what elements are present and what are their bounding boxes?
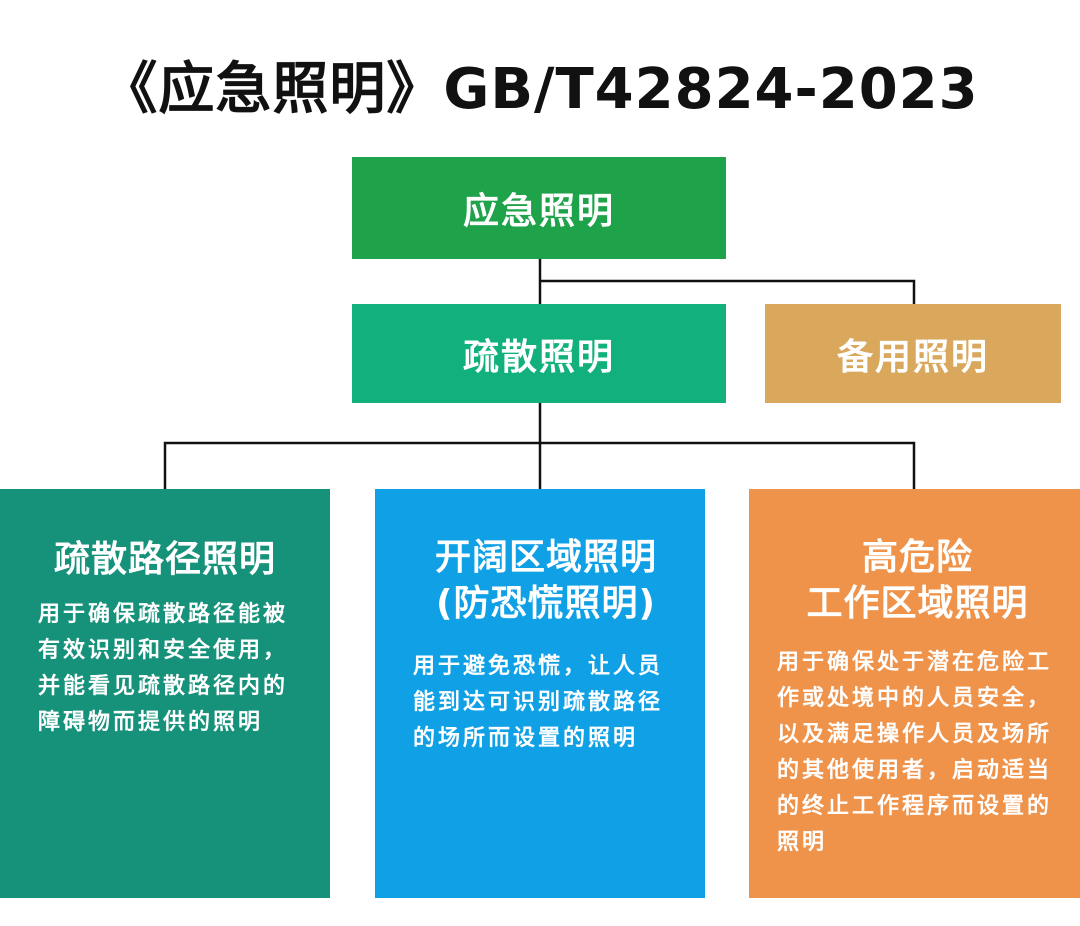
card-description: 用于确保疏散路径能被有效识别和安全使用，并能看见疏散路径内的障碍物而提供的照明	[38, 602, 289, 735]
node-emergency-lighting: 应急照明	[352, 157, 726, 259]
card-title-line: 工作区域照明	[806, 583, 1029, 624]
page-title: 《应急照明》GB/T42824-2023	[101, 57, 979, 122]
card-title-line: 高危险	[861, 537, 973, 578]
connector-evac-branches	[163, 441, 916, 489]
card-title: 开阔区域照明 (防恐慌照明)	[413, 535, 679, 627]
card-title-line: 开阔区域照明	[434, 537, 657, 578]
card-description: 用于避免恐慌，让人员能到达可识别疏散路径的场所而设置的照明	[413, 654, 664, 751]
node-evacuation-lighting: 疏散照明	[352, 304, 726, 403]
card-description: 用于确保处于潜在危险工作或处境中的人员安全，以及满足操作人员及场所的其他使用者，…	[777, 650, 1053, 855]
card-open-area-lighting: 开阔区域照明 (防恐慌照明) 用于避免恐慌，让人员能到达可识别疏散路径的场所而设…	[375, 489, 705, 898]
card-title: 疏散路径照明	[26, 537, 304, 583]
card-high-risk-area-lighting: 高危险 工作区域照明 用于确保处于潜在危险工作或处境中的人员安全，以及满足操作人…	[749, 489, 1080, 898]
card-title: 高危险 工作区域照明	[777, 535, 1058, 627]
card-title-line: 疏散路径照明	[53, 539, 276, 580]
card-title-line: (防恐慌照明)	[436, 583, 656, 624]
card-evacuation-path-lighting: 疏散路径照明 用于确保疏散路径能被有效识别和安全使用，并能看见疏散路径内的障碍物…	[0, 489, 330, 898]
node-standby-lighting: 备用照明	[765, 304, 1061, 403]
connector-root-standby	[540, 279, 916, 304]
